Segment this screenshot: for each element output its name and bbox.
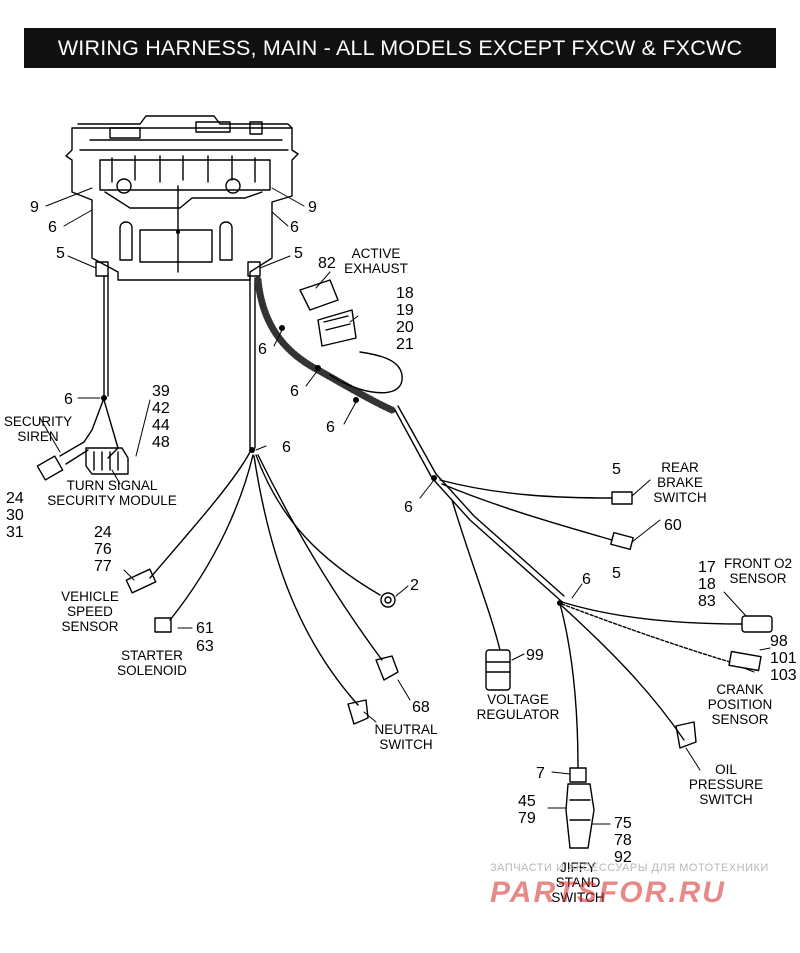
callout-44: 44	[152, 417, 170, 434]
callout-17: 17	[698, 559, 716, 576]
label-jiffy-3: SWITCH	[551, 890, 604, 905]
label-security-siren-1: SECURITY	[4, 414, 72, 429]
callout-5-right: 5	[294, 245, 303, 262]
callout-30: 30	[6, 507, 24, 524]
label-crank-1: CRANK	[716, 682, 763, 697]
label-turn-signal-2: SECURITY MODULE	[47, 493, 177, 508]
label-vehicle-speed-1: VEHICLE	[61, 589, 119, 604]
label-security-siren-2: SIREN	[17, 429, 58, 444]
diagram-title: WIRING HARNESS, MAIN - ALL MODELS EXCEPT…	[24, 28, 776, 68]
callout-6-right: 6	[290, 219, 299, 236]
callout-6-d: 6	[282, 439, 291, 456]
callout-7: 7	[536, 765, 545, 782]
label-active-exhaust-1: ACTIVE	[352, 246, 401, 261]
label-turn-signal-1: TURN SIGNAL	[67, 478, 158, 493]
label-oil-2: PRESSURE	[689, 777, 763, 792]
callout-5-brake: 5	[612, 461, 621, 478]
callout-45: 45	[518, 793, 536, 810]
label-oil-3: SWITCH	[699, 792, 752, 807]
label-oil-1: OIL	[715, 762, 737, 777]
label-jiffy-1: JIFFY	[560, 860, 596, 875]
label-voltage-1: VOLTAGE	[487, 692, 549, 707]
callout-75: 75	[614, 815, 632, 832]
callout-6-b: 6	[290, 383, 299, 400]
callout-42: 42	[152, 400, 170, 417]
watermark: ЗАПЧАСТИ И АКСЕССУАРЫ ДЛЯ МОТОТЕХНИКИ PA…	[490, 862, 769, 909]
label-crank-3: SENSOR	[711, 712, 768, 727]
label-rear-brake-1: REAR	[661, 460, 699, 475]
label-jiffy-2: STAND	[556, 875, 601, 890]
callout-60: 60	[664, 517, 682, 534]
callout-77: 77	[94, 558, 112, 575]
callout-48: 48	[152, 434, 170, 451]
label-rear-brake-2: BRAKE	[657, 475, 703, 490]
callout-19: 19	[396, 302, 414, 319]
callout-63: 63	[196, 638, 214, 655]
callout-6-e: 6	[64, 391, 73, 408]
callout-99: 99	[526, 647, 544, 664]
callout-78: 78	[614, 832, 632, 849]
callouts: 9 6 5 9 6 5 82 18 19 20 21 6 6 6 6 6 6 6…	[6, 199, 797, 866]
electrical-caddy	[65, 115, 299, 281]
callout-6-g: 6	[582, 571, 591, 588]
label-starter-1: STARTER	[121, 648, 183, 663]
component-labels: ACTIVE EXHAUST SECURITY SIREN TURN SIGNA…	[4, 246, 792, 905]
callout-21: 21	[396, 336, 414, 353]
watermark-brand: PARTSFOR.RU	[490, 876, 726, 909]
callout-9-left: 9	[30, 199, 39, 216]
callout-6-a: 6	[258, 341, 267, 358]
callout-76: 76	[94, 541, 112, 558]
callout-24a: 24	[6, 490, 24, 507]
callout-83: 83	[698, 593, 716, 610]
callout-31: 31	[6, 524, 24, 541]
watermark-top-text: ЗАПЧАСТИ И АКСЕССУАРЫ ДЛЯ МОТОТЕХНИКИ	[490, 862, 769, 874]
label-front-o2-1: FRONT O2	[724, 556, 792, 571]
callout-82: 82	[318, 255, 336, 272]
label-active-exhaust-2: EXHAUST	[344, 261, 408, 276]
callout-18a: 18	[396, 285, 414, 302]
label-vehicle-speed-2: SPEED	[67, 604, 113, 619]
callout-98: 98	[770, 633, 788, 650]
label-crank-2: POSITION	[708, 697, 773, 712]
callout-68: 68	[412, 699, 430, 716]
callout-61: 61	[196, 620, 214, 637]
callout-5-lower: 5	[612, 565, 621, 582]
callout-20: 20	[396, 319, 414, 336]
callout-5-left: 5	[56, 245, 65, 262]
callout-39: 39	[152, 383, 170, 400]
label-vehicle-speed-3: SENSOR	[61, 619, 118, 634]
label-neutral-2: SWITCH	[379, 737, 432, 752]
label-rear-brake-3: SWITCH	[653, 490, 706, 505]
label-front-o2-2: SENSOR	[729, 571, 786, 586]
callout-18b: 18	[698, 576, 716, 593]
label-starter-2: SOLENOID	[117, 663, 187, 678]
callout-9-right: 9	[308, 199, 317, 216]
callout-24b: 24	[94, 524, 112, 541]
label-neutral-1: NEUTRAL	[374, 722, 438, 737]
callout-92: 92	[614, 849, 632, 866]
callout-101: 101	[770, 650, 797, 667]
callout-6-f: 6	[404, 499, 413, 516]
callout-103: 103	[770, 667, 797, 684]
label-voltage-2: REGULATOR	[477, 707, 560, 722]
callout-6-c: 6	[326, 419, 335, 436]
callout-2: 2	[410, 577, 419, 594]
callout-79: 79	[518, 810, 536, 827]
callout-6-left: 6	[48, 219, 57, 236]
